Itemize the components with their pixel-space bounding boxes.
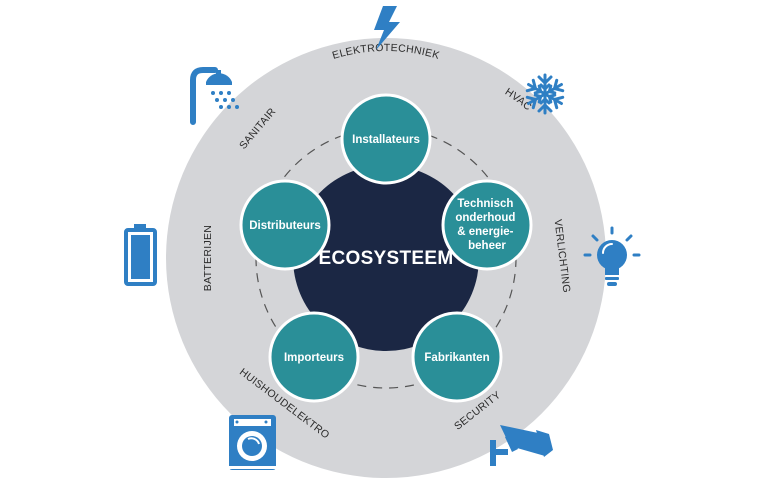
node-label: Technisch onderhoud & energie- beheer <box>455 198 518 252</box>
lightning-bolt-icon <box>374 6 400 50</box>
node-fabrikanten: Fabrikanten <box>411 311 503 403</box>
center-circle <box>293 165 479 351</box>
battery-icon <box>124 224 157 286</box>
node-installateurs: Installateurs <box>340 93 432 185</box>
node-label: Installateurs <box>352 134 420 146</box>
node-label: Fabrikanten <box>424 352 489 364</box>
node-label: Distributeurs <box>249 220 321 232</box>
snowflake-icon <box>524 73 566 115</box>
node-technisch-onderhoud: Technisch onderhoud & energie- beheer <box>441 179 533 271</box>
node-distributeurs: Distributeurs <box>239 179 331 271</box>
shower-icon <box>190 67 239 125</box>
light-bulb-icon <box>583 226 641 286</box>
sector-label-batterijen: BATTERIJEN <box>202 225 214 291</box>
node-label: Importeurs <box>284 352 344 364</box>
center-label: ECOSYSTEEM <box>319 248 454 269</box>
security-camera-icon <box>490 425 553 466</box>
washing-machine-icon <box>229 415 276 470</box>
node-importeurs: Importeurs <box>268 311 360 403</box>
